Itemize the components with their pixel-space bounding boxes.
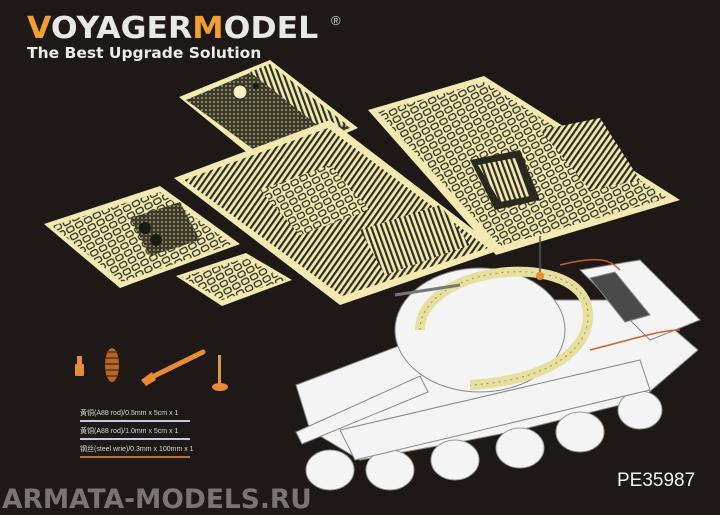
product-code: PE35987 <box>617 470 696 491</box>
legend-item-steel-wire: 钢丝(steel wrie)/0.3mm x 100mm x 1 <box>80 445 194 458</box>
tank-model <box>295 236 701 491</box>
watermark: ARMATA-MODELS.RU <box>2 484 312 515</box>
fret-right <box>368 76 680 255</box>
antenna-mount-icon <box>212 355 228 391</box>
legend-underline <box>80 420 190 422</box>
legend-underline <box>80 456 190 458</box>
brand-name: VOYAGERMODEL <box>27 13 318 45</box>
antenna-base-icon <box>105 348 119 382</box>
fret-left <box>44 186 240 288</box>
small-fitting-icon <box>75 356 84 376</box>
brand-name-part1: OYAGER <box>50 11 193 46</box>
brand-accent-m: M <box>192 11 224 46</box>
brand-tagline: The Best Upgrade Solution <box>27 44 262 62</box>
registered-icon: ® <box>331 13 341 28</box>
legend-item-brass-1.0: 黄铜(A88 rod)/1.0mm x 5cm x 1 <box>80 427 194 440</box>
legend-underline <box>80 438 190 440</box>
legend-text: 钢丝(steel wrie)/0.3mm x 100mm x 1 <box>80 446 194 453</box>
legend-text: 黄铜(A88 rod)/0.5mm x 5cm x 1 <box>80 410 179 417</box>
fret-small-bottom <box>176 253 292 306</box>
legend-item-brass-0.5: 黄铜(A88 rod)/0.5mm x 5cm x 1 <box>80 409 194 422</box>
brand-name-part2: ODEL <box>223 11 319 46</box>
legend-text: 黄铜(A88 rod)/1.0mm x 5cm x 1 <box>80 428 179 435</box>
brand-logo: VOYAGERMODEL ® The Best Upgrade Solution <box>27 13 341 63</box>
gun-barrel-icon <box>141 349 206 386</box>
parts-legend: 黄铜(A88 rod)/0.5mm x 5cm x 1 黄铜(A88 rod)/… <box>80 409 194 458</box>
turned-parts <box>75 348 228 391</box>
fret-center <box>174 120 500 305</box>
brand-accent-v: V <box>27 11 51 46</box>
